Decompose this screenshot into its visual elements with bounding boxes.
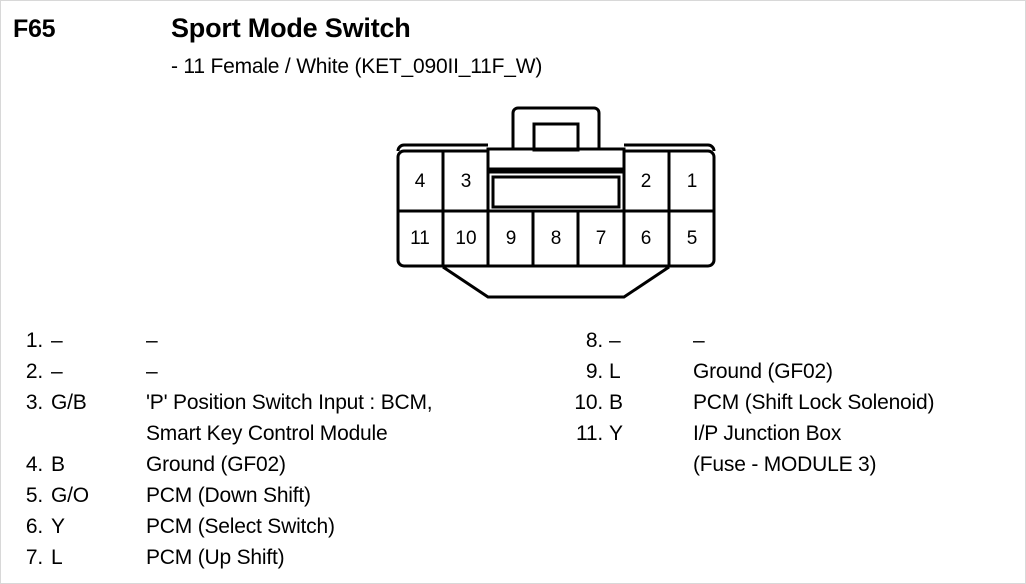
pin-row: 3. G/B 'P' Position Switch Input : BCM,: [1, 391, 541, 422]
pin-cell-5: 5: [687, 228, 698, 249]
wire-color: B: [51, 453, 65, 476]
pin-number: 8.: [585, 329, 603, 352]
pin-number: 1.: [25, 329, 43, 352]
pin-cell-11: 11: [410, 228, 430, 249]
wire-color: L: [609, 360, 621, 383]
pin-row: 10. B PCM (Shift Lock Solenoid): [559, 391, 1025, 422]
pin-list-left-column: 1. – – 2. – – 3. G/B 'P' Position Switch…: [1, 329, 541, 577]
pin-row: 9. L Ground (GF02): [559, 360, 1025, 391]
pin-description: –: [693, 329, 705, 352]
wire-color: –: [51, 329, 63, 352]
pin-row: 11. Y I/P Junction Box: [559, 422, 1025, 453]
connector-code: F65: [13, 15, 56, 43]
wire-color: –: [51, 360, 63, 383]
pin-description: I/P Junction Box: [693, 422, 842, 445]
pin-row: 6. Y PCM (Select Switch): [1, 515, 541, 546]
pin-cell-8: 8: [551, 228, 562, 249]
pin-description: 'P' Position Switch Input : BCM,: [146, 391, 433, 414]
latch-tab-outer: [511, 106, 601, 151]
pin-number: 2.: [25, 360, 43, 383]
pin-cell-10: 10: [455, 228, 476, 249]
connector-diagram: 4 3 2 1 11 10 9 8 7 6 5: [381, 105, 731, 305]
pin-cell-9: 9: [506, 228, 517, 249]
pin-description: PCM (Shift Lock Solenoid): [693, 391, 935, 414]
pin-cell-3: 3: [461, 171, 472, 192]
pin-number: 9.: [585, 360, 603, 383]
latch-body: [486, 147, 626, 213]
pin-number: 4.: [25, 453, 43, 476]
pin-number: 3.: [25, 391, 43, 414]
wire-color: G/B: [51, 391, 87, 414]
latch-body-inner: [491, 175, 621, 209]
pin-row: 4. B Ground (GF02): [1, 453, 541, 484]
wire-color: Y: [51, 515, 65, 538]
pin-description: (Fuse - MODULE 3): [693, 453, 877, 476]
pin-description: PCM (Up Shift): [146, 546, 285, 569]
pin-cell-1: 1: [687, 171, 698, 192]
pin-cell-4: 4: [415, 171, 426, 192]
page-title: Sport Mode Switch: [171, 13, 411, 43]
pin-description: Ground (GF02): [146, 453, 286, 476]
pin-number: 7.: [25, 546, 43, 569]
pin-list-right-column: 8. – – 9. L Ground (GF02) 10. B PCM (Shi…: [559, 329, 1025, 484]
pin-description: PCM (Down Shift): [146, 484, 311, 507]
pin-row: 1. – –: [1, 329, 541, 360]
connector-skirt: [442, 265, 670, 299]
pin-description: Ground (GF02): [693, 360, 833, 383]
pin-row: 2. – –: [1, 360, 541, 391]
wire-color: L: [51, 546, 63, 569]
pin-row-continuation: Smart Key Control Module: [1, 422, 541, 453]
shell-lip-right: [624, 143, 716, 152]
pin-number: 11.: [575, 422, 603, 445]
pin-cell-2: 2: [641, 171, 652, 192]
shell-lip-left: [396, 143, 488, 152]
pin-row: 7. L PCM (Up Shift): [1, 546, 541, 577]
pin-cell-6: 6: [641, 228, 652, 249]
pin-row: 5. G/O PCM (Down Shift): [1, 484, 541, 515]
latch-shoulder: [486, 147, 626, 171]
pin-row: 8. – –: [559, 329, 1025, 360]
pin-cell-7: 7: [596, 228, 607, 249]
pin-number: 5.: [25, 484, 43, 507]
latch-tab-window: [532, 122, 580, 152]
connector-body-outline: [396, 149, 716, 268]
pin-description: Smart Key Control Module: [146, 422, 388, 445]
wire-color: Y: [609, 422, 623, 445]
pin-description: –: [146, 360, 158, 383]
pin-number: 6.: [25, 515, 43, 538]
wire-color: B: [609, 391, 623, 414]
pin-description: –: [146, 329, 158, 352]
pin-description: PCM (Select Switch): [146, 515, 335, 538]
pin-number: 10.: [574, 391, 603, 414]
wire-color: G/O: [51, 484, 89, 507]
pin-row-continuation: (Fuse - MODULE 3): [559, 453, 1025, 484]
wire-color: –: [609, 329, 621, 352]
connector-subtitle: - 11 Female / White (KET_090II_11F_W): [171, 55, 543, 78]
